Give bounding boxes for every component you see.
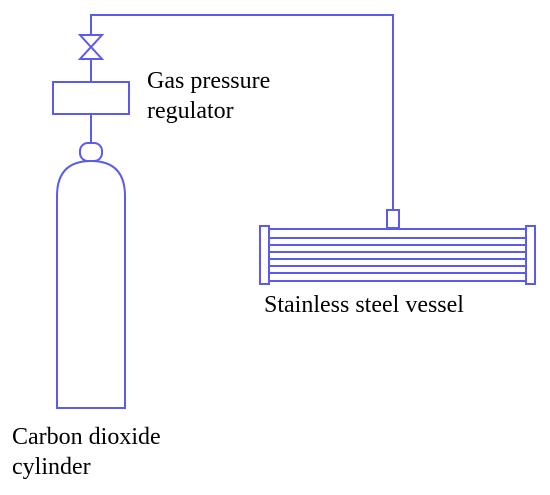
vessel-left-flange	[259, 225, 270, 285]
regulator-label-line-1: Gas pressure	[147, 68, 271, 94]
gas-pressure-regulator	[52, 81, 130, 115]
vessel-right-flange	[525, 225, 536, 285]
cylinder-label-line-1: Carbon dioxide	[12, 424, 161, 450]
cylinder-label-line-2: cylinder	[12, 454, 91, 480]
vessel-tubes	[269, 228, 526, 282]
gas-line	[90, 14, 394, 210]
valve-icon	[77, 34, 105, 60]
carbon-dioxide-cylinder	[56, 159, 126, 409]
stainless-steel-vessel	[259, 225, 536, 285]
regulator-label-line-2: regulator	[147, 98, 234, 124]
vessel-label-text: Stainless steel vessel	[264, 292, 464, 318]
cylinder-label: Carbon dioxide cylinder	[12, 422, 161, 482]
cylinder-valve-cap	[79, 142, 103, 162]
vessel-inlet-port	[386, 209, 400, 229]
regulator-label: Gas pressure regulator	[147, 66, 270, 126]
vessel-label: Stainless steel vessel	[264, 290, 464, 320]
